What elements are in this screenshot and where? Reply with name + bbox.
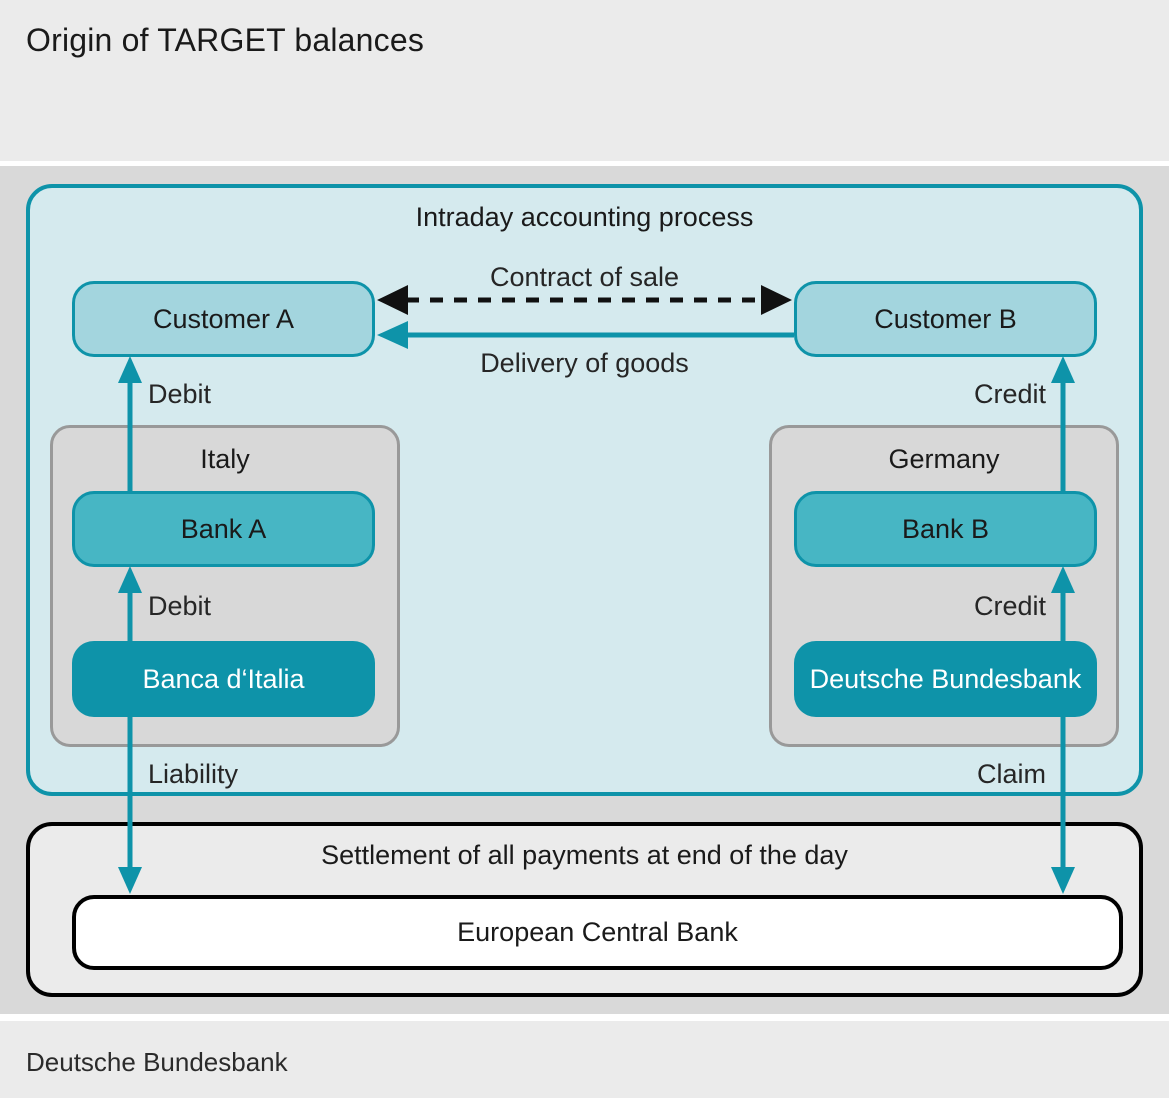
debit-lower-label: Debit (148, 591, 212, 621)
page-title: Origin of TARGET balances (26, 22, 425, 58)
delivery-of-goods-label: Delivery of goods (480, 348, 689, 378)
claim-label: Claim (976, 759, 1046, 789)
contract-of-sale-label: Contract of sale (489, 262, 680, 292)
customer-b-label: Customer B (874, 303, 1017, 334)
footer-source-label: Deutsche Bundesbank (26, 1047, 288, 1077)
footer: Deutsche Bundesbank (0, 1021, 1169, 1098)
bank-b-box: Bank B (794, 491, 1097, 567)
credit-upper-label: Credit (973, 379, 1046, 409)
customer-a-label: Customer A (152, 303, 295, 334)
deutsche-bundesbank-label: Deutsche Bundesbank (809, 663, 1082, 694)
diagram-canvas: Intraday accounting process Customer A C… (0, 166, 1169, 1014)
liability-label: Liability (148, 759, 239, 789)
divider-top (0, 161, 1169, 166)
customer-b-box: Customer B (794, 281, 1097, 357)
germany-label: Germany (888, 444, 1000, 474)
bank-a-box: Bank A (72, 491, 375, 567)
deutsche-bundesbank-box: Deutsche Bundesbank (794, 641, 1097, 717)
banca-d-italia-box: Banca d‘Italia (72, 641, 375, 717)
intraday-process-title: Intraday accounting process (415, 202, 754, 232)
debit-upper-label: Debit (148, 379, 212, 409)
divider-bottom (0, 1014, 1169, 1021)
banca-d-italia-label: Banca d‘Italia (142, 663, 305, 694)
ecb-box: European Central Bank (72, 895, 1123, 970)
settlement-title: Settlement of all payments at end of the… (321, 840, 848, 870)
italy-label: Italy (200, 444, 250, 474)
credit-lower-label: Credit (973, 591, 1046, 621)
bank-a-label: Bank A (180, 513, 267, 544)
header: Origin of TARGET balances (0, 0, 1169, 161)
ecb-label: European Central Bank (457, 917, 738, 947)
bank-b-label: Bank B (901, 513, 990, 544)
customer-a-box: Customer A (72, 281, 375, 357)
